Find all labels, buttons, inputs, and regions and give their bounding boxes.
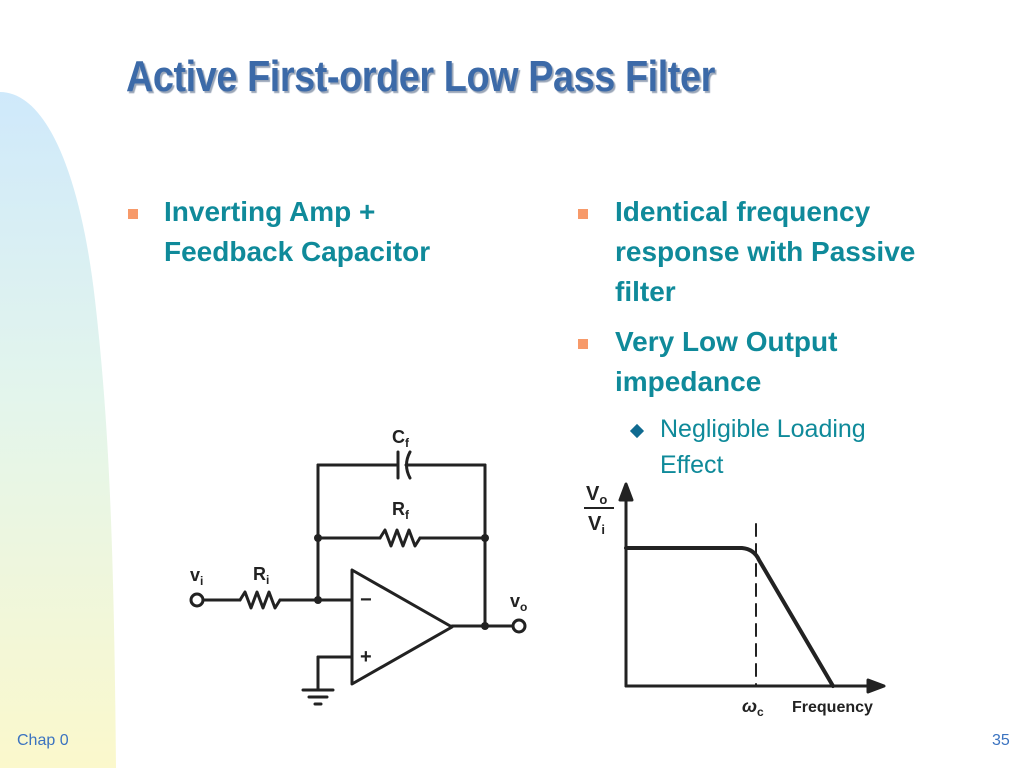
- right-bullet-1: Identical frequency response with Passiv…: [615, 192, 915, 312]
- op-amp: [350, 568, 454, 686]
- left-bullet-1-line-2: Feedback Capacitor: [164, 236, 431, 267]
- output-terminal: [511, 618, 527, 634]
- bullet-marker: [578, 209, 588, 219]
- resistor-rf: [378, 528, 422, 548]
- x-axis-arrow: [866, 678, 886, 694]
- right-sub-bullet-1: Negligible Loading Effect: [660, 411, 866, 483]
- bullet-marker: [578, 339, 588, 349]
- label-rf: Rf: [392, 499, 410, 522]
- y-axis-arrow: [618, 482, 634, 502]
- left-bullet-1-line-1: Inverting Amp +: [164, 196, 376, 227]
- right-bullet-2-line-1: Very Low Output: [615, 326, 838, 357]
- right-bullet-1-line-2: response with Passive: [615, 236, 916, 267]
- response-curve: [624, 546, 835, 688]
- background-gradient-band: [0, 92, 116, 768]
- circuit-diagram: Cf Rf Ri vi vo − +: [189, 427, 527, 706]
- left-bullet-1: Inverting Amp + Feedback Capacitor: [164, 192, 430, 272]
- footer-page-number: 35: [992, 732, 1010, 749]
- right-bullet-2: Very Low Output impedance: [615, 322, 837, 402]
- frequency-response-plot: Vo Vi ωc Frequency: [584, 482, 886, 719]
- slide-title: Active First-order Low Pass Filter: [126, 52, 715, 101]
- right-bullet-2-line-2: impedance: [615, 366, 762, 397]
- footer-chapter: Chap 0: [17, 732, 69, 749]
- label-cf: Cf: [392, 427, 410, 450]
- x-axis-label: Frequency: [792, 699, 873, 716]
- junction-dot: [314, 596, 322, 604]
- label-vo: vo: [510, 591, 527, 614]
- y-label-numerator: Vo: [586, 483, 607, 507]
- sub-bullet-diamond-icon: [629, 423, 645, 439]
- right-sub-bullet-1-line-1: Negligible Loading: [660, 415, 866, 443]
- right-sub-bullet-1-line-2: Effect: [660, 451, 724, 479]
- junction-dot: [314, 534, 322, 542]
- bullet-marker: [128, 209, 138, 219]
- label-vi: vi: [190, 565, 203, 588]
- junction-dot: [481, 622, 489, 630]
- op-amp-minus-sign: −: [360, 589, 372, 611]
- resistor-ri: [238, 590, 282, 610]
- cutoff-frequency-label: ωc: [742, 696, 764, 719]
- op-amp-plus-sign: +: [360, 646, 372, 668]
- junction-dot: [481, 534, 489, 542]
- right-bullet-1-line-3: filter: [615, 276, 676, 307]
- y-label-denominator: Vi: [588, 513, 605, 537]
- input-terminal: [189, 592, 205, 608]
- right-bullet-1-line-1: Identical frequency: [615, 196, 871, 227]
- label-ri: Ri: [253, 564, 269, 587]
